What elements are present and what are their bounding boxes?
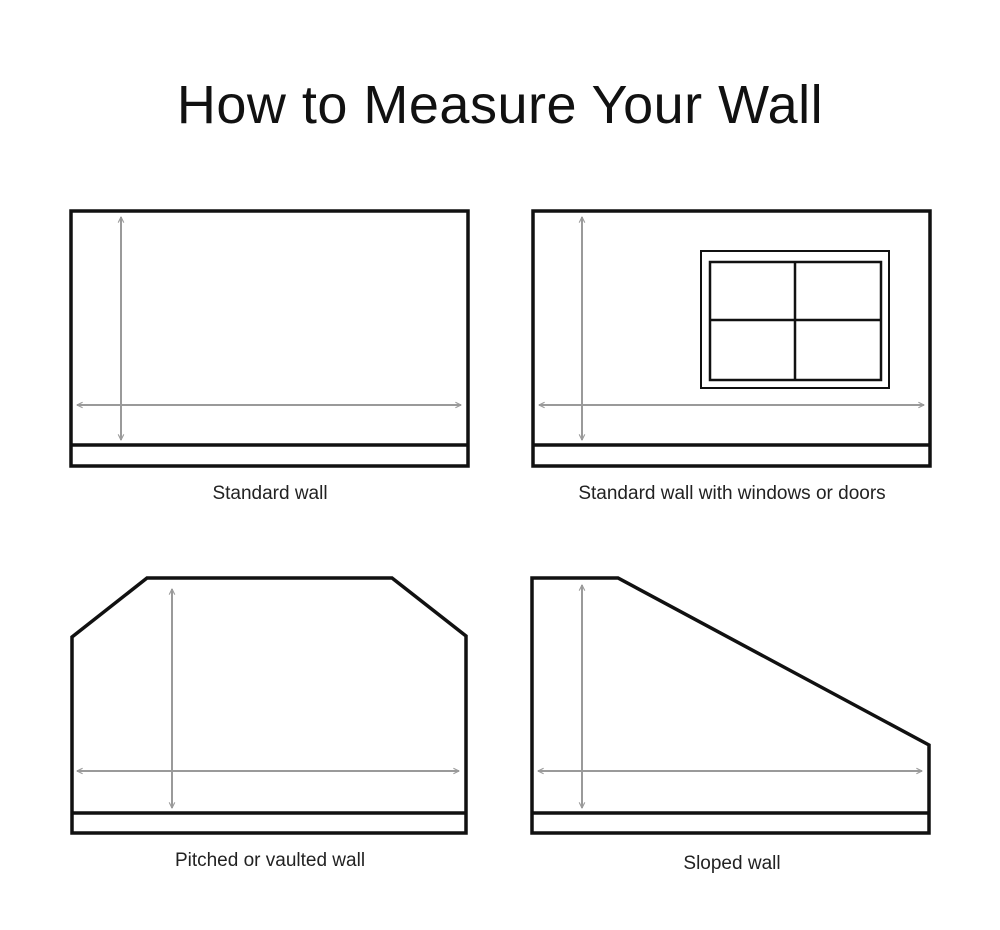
wall-outline <box>70 576 468 835</box>
sloped-wall-diagram <box>530 576 931 835</box>
pitched-wall-diagram <box>70 576 468 835</box>
pitched-wall-caption: Pitched or vaulted wall <box>174 850 366 871</box>
page-title: How to Measure Your Wall <box>176 75 824 135</box>
wall-outline <box>531 209 932 468</box>
wall-outline <box>530 576 931 835</box>
window-icon <box>700 250 890 389</box>
window-outer-frame <box>700 250 890 389</box>
standard-wall-with-windows-caption: Standard wall with windows or doors <box>578 483 886 504</box>
standard-wall-diagram <box>69 209 470 468</box>
sloped-wall-caption: Sloped wall <box>683 853 781 874</box>
standard-wall-with-windows-diagram <box>531 209 932 468</box>
standard-wall-caption: Standard wall <box>212 483 328 504</box>
wall-outline <box>69 209 470 468</box>
